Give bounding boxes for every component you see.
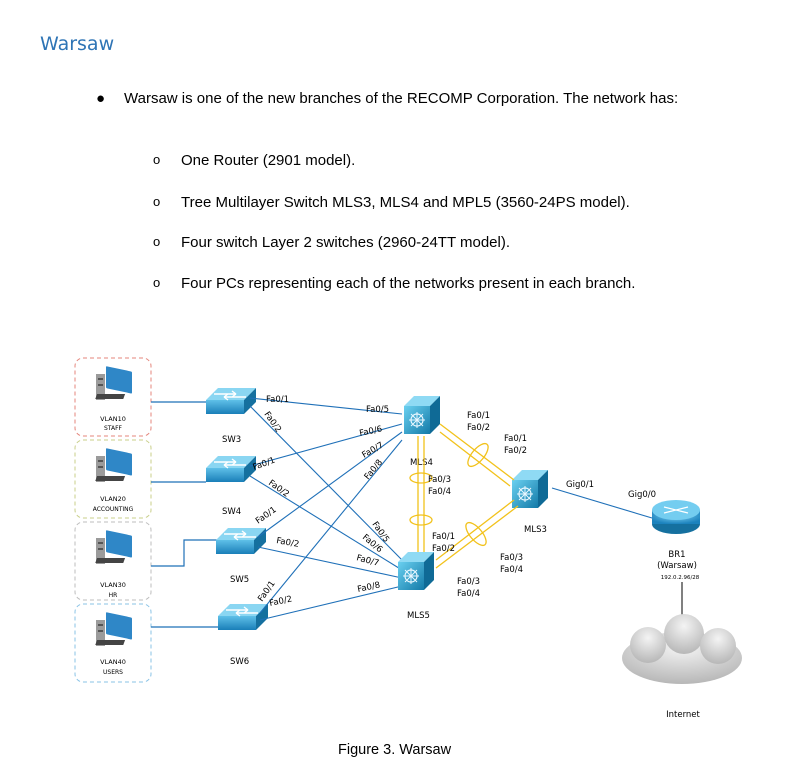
etherchannel-mls5-mls3-a (435, 499, 515, 561)
circle-bullet-icon: o (153, 234, 161, 249)
vlan10-label: VLAN10 (100, 415, 126, 423)
list-item-text: Four switch Layer 2 switches (2960-24TT … (181, 234, 511, 251)
vlan30-box (74, 521, 152, 601)
sw3-label: SW3 (222, 435, 241, 445)
link-sw4-mls5 (249, 475, 403, 571)
etherchannel-mls4-mls3-a (439, 423, 515, 481)
port-label-mls3-fa01: Fa0/1 (504, 434, 527, 444)
page-heading: Warsaw (40, 33, 115, 55)
link-sw5-mls4 (257, 431, 403, 538)
link-sw3-mls4 (249, 397, 403, 415)
vlan30-sub-label: HR (109, 592, 118, 599)
port-label-br1-gig00: Gig0/0 (628, 490, 656, 500)
etherchannel-mls5-mls3-b (435, 505, 519, 569)
sw6-icon (217, 603, 269, 631)
vlan40-sub-label: USERS (103, 669, 123, 676)
port-label-mls4-fa06: Fa0/6 (359, 424, 384, 439)
port-label-mls4-fa01: Fa0/1 (467, 411, 490, 421)
list-item-text: Four PCs representing each of the networ… (181, 275, 636, 292)
pc-vlan40-icon (95, 612, 132, 646)
vlan20-label: VLAN20 (100, 495, 126, 503)
port-label-mls5-fa02: Fa0/2 (432, 544, 455, 554)
etherchannel-mls4-mls3-b (439, 431, 511, 487)
link-sw6-mls4 (259, 439, 403, 614)
br1-location-label: (Warsaw) (657, 561, 697, 571)
vlan10-box (74, 357, 152, 437)
mls5-label: MLS5 (407, 611, 430, 621)
etherchannel-ring-1 (467, 442, 489, 468)
port-label-mls4-fa02: Fa0/2 (467, 423, 490, 433)
router-br1-icon (652, 500, 700, 534)
list-item-text: Tree Multilayer Switch MLS3, MLS4 and MP… (181, 194, 630, 211)
sw6-label: SW6 (230, 657, 249, 667)
mls4-icon (403, 395, 441, 435)
vlan20-box (74, 439, 152, 519)
sw5-icon (215, 527, 267, 555)
port-label-mls3-fa02: Fa0/2 (504, 446, 527, 456)
sw3-icon (205, 387, 257, 415)
port-label-mls4-fa08: Fa0/8 (363, 458, 385, 482)
vlan10-sub-label: STAFF (104, 425, 123, 432)
mls3-label: MLS3 (524, 525, 547, 535)
port-label-mls4-fa05: Fa0/5 (366, 405, 389, 415)
port-label-sw5-fa01: Fa0/1 (254, 505, 279, 526)
br1-label: BR1 (668, 550, 685, 560)
br1-network-label: 192.0.2.96/28 (661, 575, 700, 581)
link-sw3-mls5 (249, 405, 403, 561)
port-label-sw4-fa02: Fa0/2 (266, 478, 291, 499)
vlan30-label: VLAN30 (100, 581, 126, 589)
link-sw5-mls5 (257, 546, 403, 579)
sw4-icon (205, 455, 257, 483)
internet-cloud-icon (622, 614, 742, 684)
bullet-icon: ● (96, 90, 106, 107)
circle-bullet-icon: o (153, 194, 161, 209)
link-sw6-mls5 (259, 585, 403, 621)
port-label-mls4-fa04: Fa0/4 (428, 487, 451, 497)
mls3-icon (511, 469, 549, 509)
circle-bullet-icon: o (153, 152, 161, 167)
pc-vlan30-icon (95, 530, 132, 564)
port-label-mls3-fa03: Fa0/3 (500, 553, 523, 563)
port-label-mls4-fa03: Fa0/3 (428, 475, 451, 485)
etherchannel-ring-4 (409, 514, 433, 526)
figure-caption: Figure 3. Warsaw (338, 742, 452, 758)
circle-bullet-icon: o (153, 275, 161, 290)
port-label-sw5-fa02: Fa0/2 (275, 536, 299, 550)
port-label-mls5-fa04: Fa0/4 (457, 589, 480, 599)
pc-vlan20-icon (95, 448, 132, 482)
port-label-sw3-fa02: Fa0/2 (262, 410, 283, 435)
vlan40-box (74, 603, 152, 683)
port-label-mls5-fa03: Fa0/3 (457, 577, 480, 587)
list-item-text: One Router (2901 model). (181, 152, 356, 169)
port-label-mls5-fa08: Fa0/8 (357, 580, 382, 595)
mls4-label: MLS4 (410, 458, 433, 468)
port-label-mls4-fa07: Fa0/7 (361, 440, 386, 460)
vlan40-label: VLAN40 (100, 658, 126, 666)
port-label-sw3-fa01: Fa0/1 (266, 395, 289, 405)
sw4-label: SW4 (222, 507, 241, 517)
link-sw4-mls4 (249, 423, 403, 467)
etherchannel-ring-3 (409, 472, 433, 484)
intro-text: Warsaw is one of the new branches of the… (124, 90, 679, 107)
link-vlan30-sw5 (151, 539, 218, 567)
port-label-mls5-fa01: Fa0/1 (432, 532, 455, 542)
port-label-sw6-fa02: Fa0/2 (269, 594, 294, 609)
etherchannel-ring-2 (465, 521, 487, 547)
port-label-mls3-fa04: Fa0/4 (500, 565, 523, 575)
link-mls3-br1 (551, 487, 653, 519)
port-label-mls3-gig01: Gig0/1 (566, 480, 594, 490)
internet-label: Internet (666, 710, 700, 720)
sw5-label: SW5 (230, 575, 249, 585)
vlan20-sub-label: ACCOUNTING (93, 506, 134, 513)
mls5-icon (397, 551, 435, 591)
port-label-mls5-fa07: Fa0/7 (355, 553, 380, 569)
pc-vlan10-icon (95, 366, 132, 400)
